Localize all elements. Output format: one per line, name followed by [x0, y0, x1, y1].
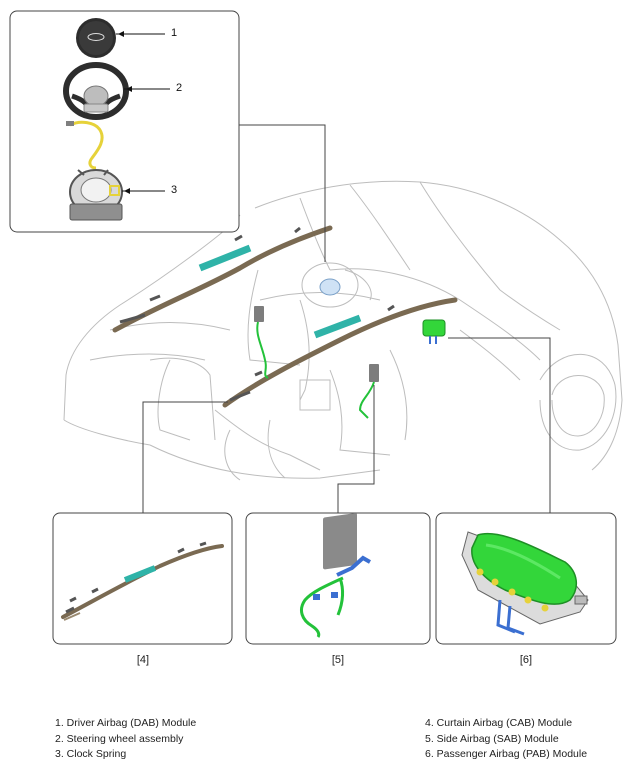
- car-outline: [63, 180, 623, 481]
- legend-item: 2. Steering wheel assembly: [55, 732, 184, 745]
- frame-top-components: [9, 10, 240, 233]
- callout-label-3: 3: [171, 184, 178, 196]
- steering-wheel-assembly: [63, 62, 129, 120]
- passenger-airbag-detail: [461, 531, 589, 636]
- legend-right: 4. Curtain Airbag (CAB) Module 5. Side A…: [425, 716, 587, 763]
- legend-item: 6. Passenger Airbag (PAB) Module: [425, 748, 588, 760]
- curtain-airbag-detail: [61, 541, 224, 621]
- sub-caption-5: [5]: [331, 654, 345, 666]
- legend-left: 1. Driver Airbag (DAB) Module 2. Steerin…: [55, 716, 196, 763]
- legend-item: 5. Side Airbag (SAB) Module: [425, 732, 559, 745]
- curtain-airbag-upper-in-car: [112, 225, 333, 333]
- legend-item: 1. Driver Airbag (DAB) Module: [55, 717, 197, 729]
- passenger-airbag-in-car: [422, 319, 446, 344]
- legend-item: 3. Clock Spring: [55, 748, 127, 760]
- arrowhead-3: [124, 188, 130, 194]
- arrowhead-1: [118, 31, 124, 37]
- side-airbag-detail: [300, 513, 371, 638]
- callout-label-1: 1: [171, 27, 178, 39]
- callout-label-2: 2: [176, 82, 183, 94]
- clock-spring: [66, 120, 123, 221]
- frame-curtain-airbag: [52, 512, 233, 645]
- driver-airbag-module: [76, 18, 116, 58]
- side-airbag-left-in-car: [254, 306, 269, 379]
- legend-item: 4. Curtain Airbag (CAB) Module: [425, 717, 573, 729]
- curtain-airbag-lower-in-car: [222, 297, 458, 408]
- arrowhead-2: [126, 86, 132, 92]
- sub-caption-4: [4]: [136, 654, 150, 666]
- leader-lines: [142, 124, 551, 513]
- sub-caption-6: [6]: [519, 654, 533, 666]
- side-airbag-right-in-car: [358, 364, 379, 419]
